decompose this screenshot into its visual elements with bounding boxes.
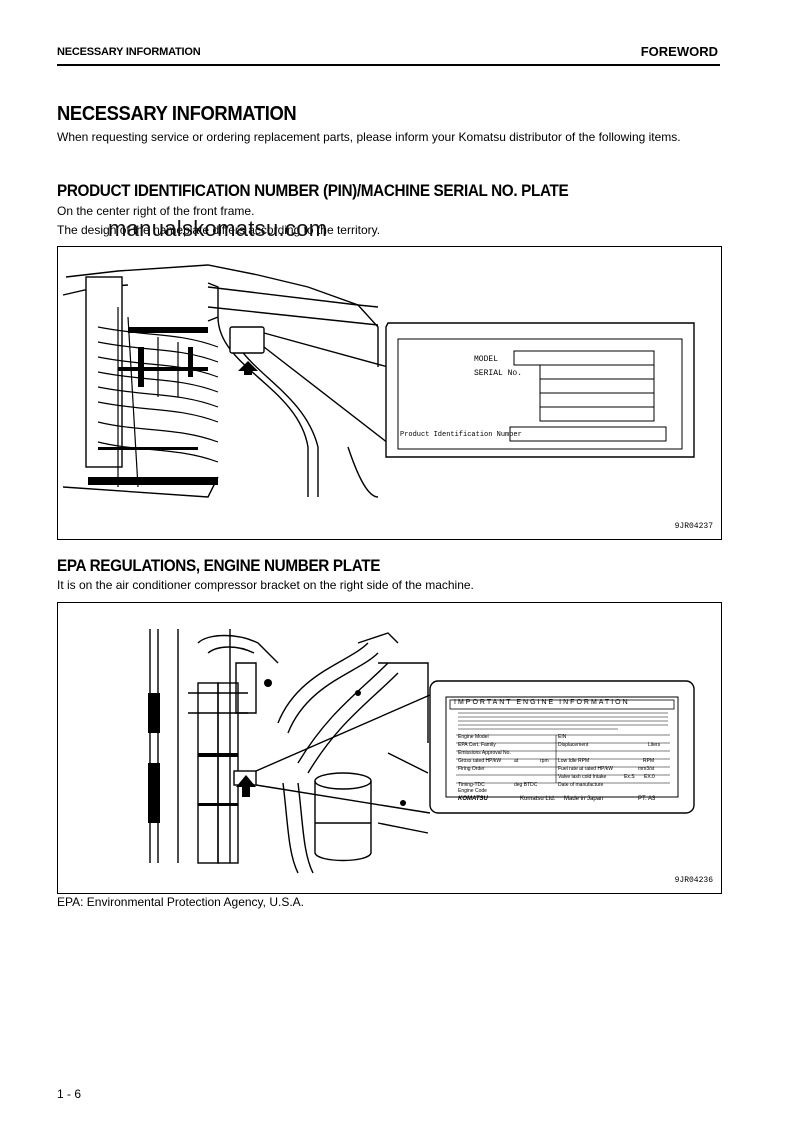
row-engine-model: Engine Model bbox=[458, 734, 489, 740]
row-mm3: mm3/st bbox=[638, 766, 655, 772]
pin-location-text: On the center right of the front frame. bbox=[57, 204, 255, 218]
epa-plate-row-8: Engine Code bbox=[458, 788, 487, 794]
epa-plate-row-1: Engine Model EIN bbox=[458, 734, 566, 740]
epa-location-text: It is on the air conditioner compressor … bbox=[57, 578, 474, 592]
epa-plate-row-2: EPA Cert. Family Displacement Liters bbox=[458, 742, 668, 748]
pin-territory-text: The design of the nameplate differs acco… bbox=[57, 223, 381, 237]
komatsu-logo: KOMATSU bbox=[458, 796, 488, 802]
plate-pin-label: Product Identification Number bbox=[400, 431, 522, 439]
epa-figure-illustration bbox=[148, 629, 695, 874]
plate-serial-label: SERIAL No. bbox=[474, 369, 523, 378]
figure-id: 9JR04236 bbox=[674, 876, 713, 885]
row-engine-code: Engine Code bbox=[458, 788, 487, 794]
epa-plate-row-5: Firing Order Fuel rate at rated HP/kW mm… bbox=[458, 766, 668, 772]
row-timing: Timing-TDC bbox=[458, 782, 485, 788]
row-date-mfg: Date of manufacture bbox=[558, 782, 604, 788]
pin-figure-illustration bbox=[62, 264, 695, 498]
epa-plate-row-4: Gross rated HP/kW at rpm Low Idle RPM RP… bbox=[458, 758, 668, 764]
page-title: NECESSARY INFORMATION bbox=[57, 103, 297, 125]
epa-figure-frame: IMPORTANT ENGINE INFORMATION Engine Mode… bbox=[57, 602, 722, 894]
intro-paragraph: When requesting service or ordering repl… bbox=[57, 130, 681, 144]
row-emissions-approval: Emissions Approval No. bbox=[458, 750, 511, 756]
row-cert-family: EPA Cert. Family bbox=[458, 742, 496, 748]
epa-note: EPA: Environmental Protection Agency, U.… bbox=[57, 895, 305, 909]
row-rpm2: RPM bbox=[643, 758, 655, 764]
row-deg-btdc: deg BTDC bbox=[514, 782, 538, 788]
row-fuel-rate: Fuel rate at rated HP/kW bbox=[558, 766, 614, 772]
part-code: PT: A3 bbox=[638, 796, 656, 802]
watermark: manualskomatsu.com bbox=[108, 216, 328, 241]
epa-plate-row-3: Emissions Approval No. bbox=[458, 750, 511, 756]
pin-section-heading: PRODUCT IDENTIFICATION NUMBER (PIN)/MACH… bbox=[57, 181, 569, 200]
epa-plate-row-7: Timing-TDC deg BTDC Date of manufacture bbox=[458, 782, 668, 788]
row-ein: EIN bbox=[558, 734, 567, 740]
row-low-idle: Low Idle RPM bbox=[558, 758, 590, 764]
pin-figure-frame: MODEL SERIAL No. Product Identification … bbox=[57, 246, 722, 540]
row-displacement: Displacement bbox=[558, 742, 589, 748]
header-rule bbox=[57, 64, 720, 66]
made-in: Made in Japan bbox=[564, 796, 604, 802]
row-liters: Liters bbox=[648, 742, 661, 748]
row-ex-0: EX.0 bbox=[644, 774, 655, 780]
epa-plate-title: IMPORTANT ENGINE INFORMATION bbox=[454, 699, 630, 706]
maker-line: Komatsu Ltd. bbox=[520, 796, 556, 802]
page-number: 1 - 6 bbox=[57, 1087, 82, 1101]
plate-model-label: MODEL bbox=[474, 355, 499, 364]
epa-section-heading: EPA REGULATIONS, ENGINE NUMBER PLATE bbox=[57, 556, 381, 575]
row-gross-hp: Gross rated HP/kW bbox=[458, 758, 502, 764]
running-header-left: NECESSARY INFORMATION bbox=[57, 46, 201, 58]
epa-plate-footer: KOMATSU Komatsu Ltd. Made in Japan PT: A… bbox=[458, 796, 670, 802]
row-valve-lash: Valve lash cold Intake bbox=[558, 774, 607, 780]
row-rpm: rpm bbox=[540, 758, 549, 764]
row-at: at bbox=[514, 758, 519, 764]
row-ex-s: Ex.S bbox=[624, 774, 635, 780]
figure-id: 9JR04237 bbox=[674, 522, 713, 531]
row-firing-order: Firing Order bbox=[458, 766, 485, 772]
running-header-right: FOREWORD bbox=[640, 44, 718, 59]
